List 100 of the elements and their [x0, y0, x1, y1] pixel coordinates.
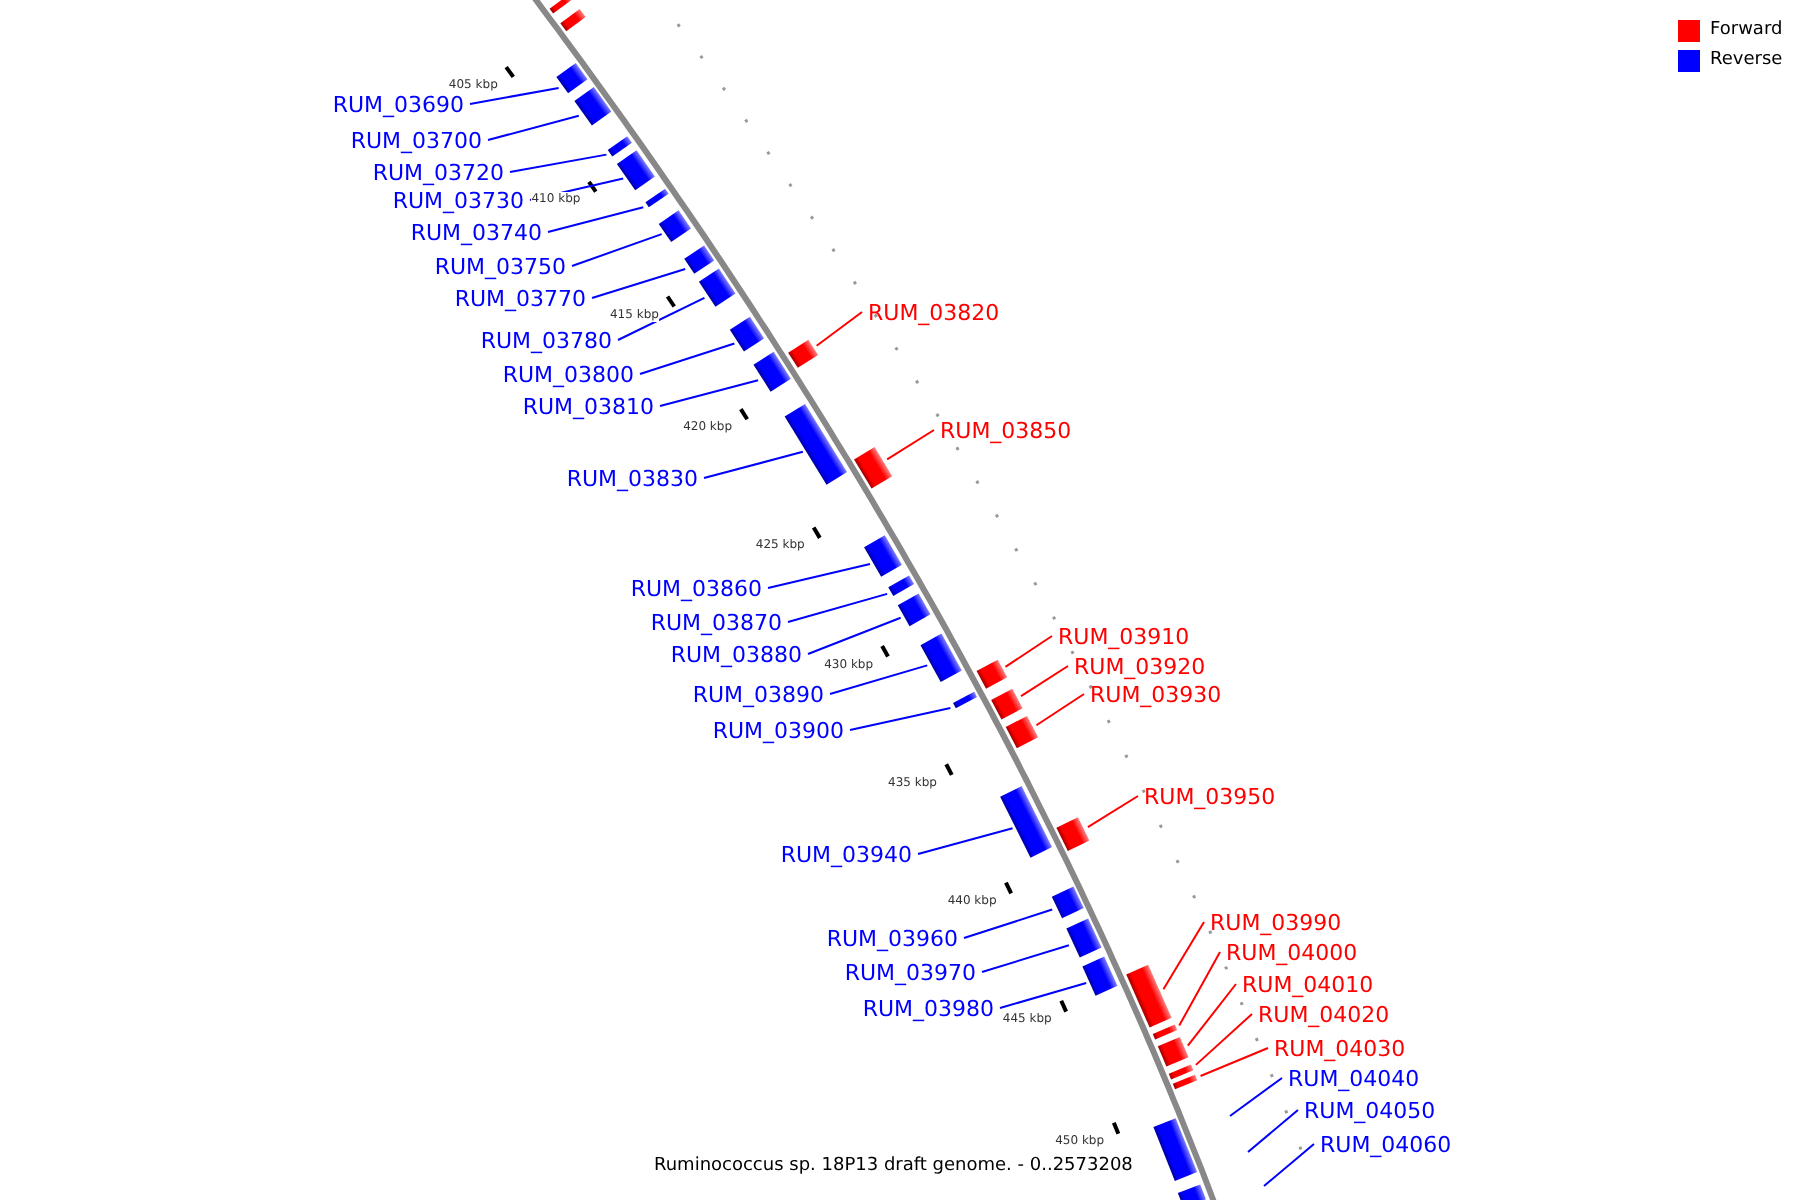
- gene-label: RUM_03850: [940, 417, 1072, 443]
- leader-line: [659, 379, 760, 407]
- gene-bar: [1157, 1036, 1189, 1068]
- gene-bar: [1152, 1118, 1197, 1183]
- gene-bar: [607, 135, 632, 156]
- leader-line: [639, 342, 736, 375]
- gene-bar: [560, 8, 586, 31]
- gene-label: RUM_03950: [1144, 783, 1276, 809]
- gene-label: RUM_03780: [480, 327, 612, 353]
- gene-bar: [1168, 1063, 1194, 1079]
- gene-label: RUM_03800: [502, 361, 634, 387]
- leader-line: [703, 450, 804, 479]
- gene-bar: [556, 63, 588, 94]
- gene-bar: [1057, 817, 1090, 851]
- legend-label: Forward: [1710, 18, 1783, 44]
- gene-label: RUM_03770: [454, 285, 586, 311]
- gene-label: RUM_04060: [1320, 1131, 1452, 1157]
- leader-line: [981, 944, 1070, 973]
- gene-bar: [658, 209, 691, 241]
- leader-line: [886, 429, 935, 461]
- gene-label: RUM_03730: [392, 187, 524, 213]
- legend-label: Reverse: [1710, 48, 1783, 74]
- gene-label: RUM_03990: [1210, 909, 1342, 935]
- gene-bar: [1152, 1024, 1177, 1040]
- gene-bar: [788, 340, 819, 369]
- leader-line: [469, 87, 560, 105]
- gene-bar: [573, 87, 611, 126]
- leader-line: [917, 827, 1014, 855]
- leader-line: [591, 267, 687, 299]
- gene-label: RUM_03830: [566, 465, 698, 491]
- gene-label: RUM_03920: [1074, 653, 1206, 679]
- gene-label: RUM_04030: [1274, 1035, 1406, 1061]
- gene-label: RUM_03900: [712, 717, 844, 743]
- leader-line: [1178, 951, 1221, 1027]
- gene-label: RUM_03940: [780, 841, 912, 867]
- leader-line: [571, 233, 663, 267]
- leader-line: [815, 311, 863, 347]
- gene-label: RUM_03820: [868, 299, 1000, 325]
- gene-label: RUM_03700: [350, 127, 482, 153]
- gene-label: RUM_03930: [1090, 681, 1222, 707]
- leader-line: [1186, 983, 1237, 1047]
- gene-bar: [683, 245, 714, 275]
- leader-line: [1004, 635, 1053, 668]
- leader-line: [1035, 693, 1085, 727]
- gene-label: RUM_03870: [650, 609, 782, 635]
- gene-label: RUM_03910: [1058, 623, 1190, 649]
- gene-label: RUM_03750: [434, 253, 566, 279]
- leader-line: [1020, 665, 1069, 698]
- gene-bar: [1065, 919, 1101, 959]
- gene-label: RUM_03960: [826, 925, 958, 951]
- leader-line: [767, 563, 871, 589]
- leader-line: [1086, 795, 1139, 829]
- leader-line: [1194, 1013, 1253, 1066]
- gene-label: RUM_04050: [1304, 1097, 1436, 1123]
- leader-line: [1247, 1109, 1299, 1153]
- leader-line: [999, 982, 1088, 1009]
- gene-bar: [1083, 957, 1119, 996]
- gene-label: RUM_03740: [410, 219, 542, 245]
- gene-label: RUM_03980: [862, 995, 994, 1021]
- gene-label: RUM_03810: [522, 393, 654, 419]
- leader-line: [617, 296, 706, 341]
- gene-bar: [730, 317, 765, 353]
- gene-bar: [1126, 964, 1172, 1027]
- leader-line: [1199, 1047, 1269, 1077]
- gene-label: RUM_03690: [332, 91, 464, 117]
- leader-line: [1162, 921, 1205, 991]
- leader-line: [509, 153, 608, 173]
- leader-line: [1229, 1077, 1283, 1117]
- gene-bar: [898, 593, 932, 627]
- gene-label: RUM_03860: [630, 575, 762, 601]
- gene-bar: [864, 535, 903, 577]
- gene-label: RUM_04020: [1258, 1001, 1390, 1027]
- gene-label: RUM_03880: [670, 641, 802, 667]
- leader-line: [787, 592, 889, 623]
- gene-bar: [549, 0, 573, 13]
- gene-bar: [644, 188, 668, 208]
- leader-line: [963, 908, 1054, 939]
- gene-label: RUM_04000: [1226, 939, 1358, 965]
- gene-bar: [976, 660, 1007, 689]
- leader-line: [487, 114, 580, 141]
- leader-line: [547, 206, 645, 233]
- leader-line: [829, 664, 929, 695]
- gene-bar: [1050, 887, 1083, 919]
- gene-bar: [952, 692, 977, 709]
- gene-bar: [1173, 1074, 1198, 1090]
- gene-label: RUM_03890: [692, 681, 824, 707]
- gene-bar: [854, 446, 893, 489]
- caption: Ruminococcus sp. 18P13 draft genome. - 0..2573208: [654, 1156, 1133, 1176]
- gene-label: RUM_04010: [1242, 971, 1374, 997]
- gene-bar: [991, 688, 1023, 719]
- leader-line: [849, 707, 952, 731]
- gene-label: RUM_04040: [1288, 1065, 1420, 1091]
- gene-bar: [1178, 1184, 1207, 1200]
- leader-line: [1263, 1143, 1315, 1187]
- gene-bar: [887, 575, 915, 597]
- gene-bar: [699, 269, 737, 309]
- gene-bar: [617, 149, 656, 190]
- leader-line: [807, 616, 902, 655]
- gene-label: RUM_03970: [844, 959, 976, 985]
- gene-label: RUM_03720: [372, 159, 504, 185]
